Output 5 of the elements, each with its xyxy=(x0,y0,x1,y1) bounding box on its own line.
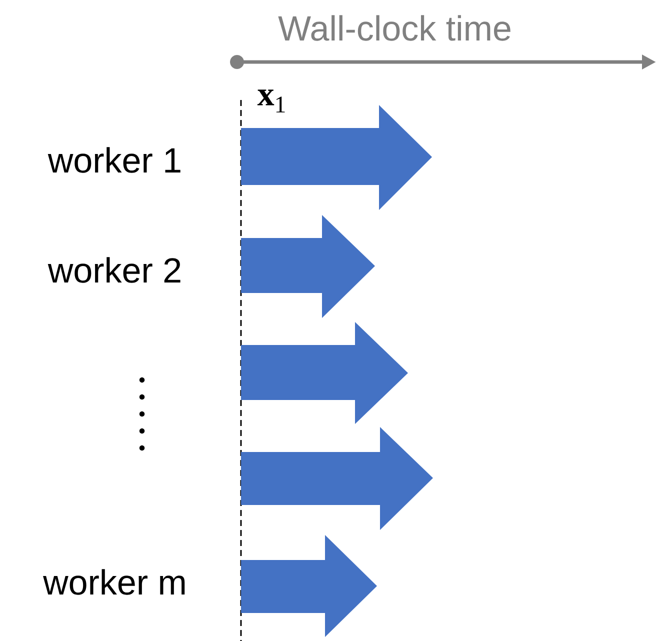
variable-label: x$_{1}$ xyxy=(257,90,285,112)
axis-label: Wall-clock time xyxy=(278,15,510,41)
worker-label: worker m xyxy=(43,569,185,595)
worker-label: worker 2 xyxy=(48,257,180,283)
worker-label: worker 1 xyxy=(48,147,180,173)
